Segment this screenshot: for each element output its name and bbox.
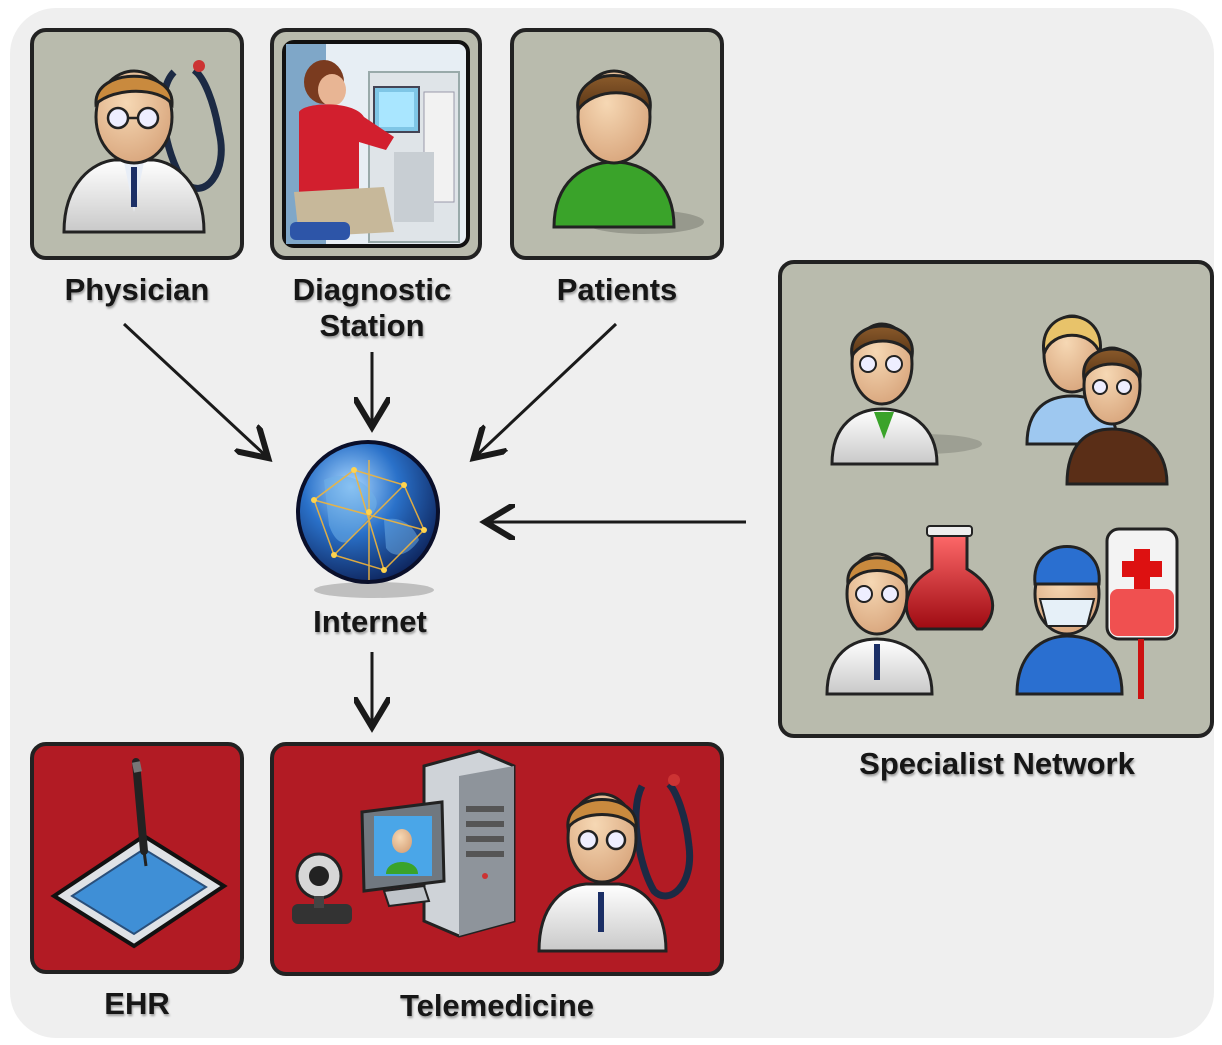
surgeon-icon <box>1015 527 1179 699</box>
specialist-network-label: Specialist Network <box>859 746 1135 781</box>
physician-box[interactable] <box>30 28 244 260</box>
internet-label: Internet <box>313 604 427 639</box>
specialist-network-icons <box>825 314 1179 699</box>
physician-label: Physician <box>64 272 210 307</box>
patients-label: Patients <box>556 272 678 307</box>
telemedicine-icons <box>292 749 694 953</box>
diagnostic-station-box[interactable] <box>270 28 482 260</box>
diagnostic-station-label: Diagnostic Station <box>292 272 452 343</box>
patients-box[interactable] <box>510 28 724 260</box>
lab-specialist-icon <box>825 525 995 696</box>
webcam-icon <box>292 852 352 924</box>
tablet-pen-icon <box>50 758 228 949</box>
specialist-network-box[interactable] <box>778 260 1214 738</box>
telemedicine-label: Telemedicine <box>399 988 595 1023</box>
ehr-label: EHR <box>104 986 170 1021</box>
physician-icon <box>62 60 225 234</box>
arrow-physician-to-internet <box>122 322 266 456</box>
physician-icon <box>537 774 694 953</box>
family-icon <box>1025 314 1169 486</box>
ehr-box[interactable] <box>30 742 244 974</box>
specialist-icon <box>830 322 982 466</box>
diagnostic-station-photo <box>282 40 470 248</box>
server-tower-icon <box>422 749 516 938</box>
patient-icon <box>552 69 704 234</box>
globe-icon <box>296 440 440 598</box>
arrow-patients-to-internet <box>476 322 618 456</box>
telemedicine-box[interactable] <box>270 742 724 976</box>
computer-icon <box>360 800 446 908</box>
